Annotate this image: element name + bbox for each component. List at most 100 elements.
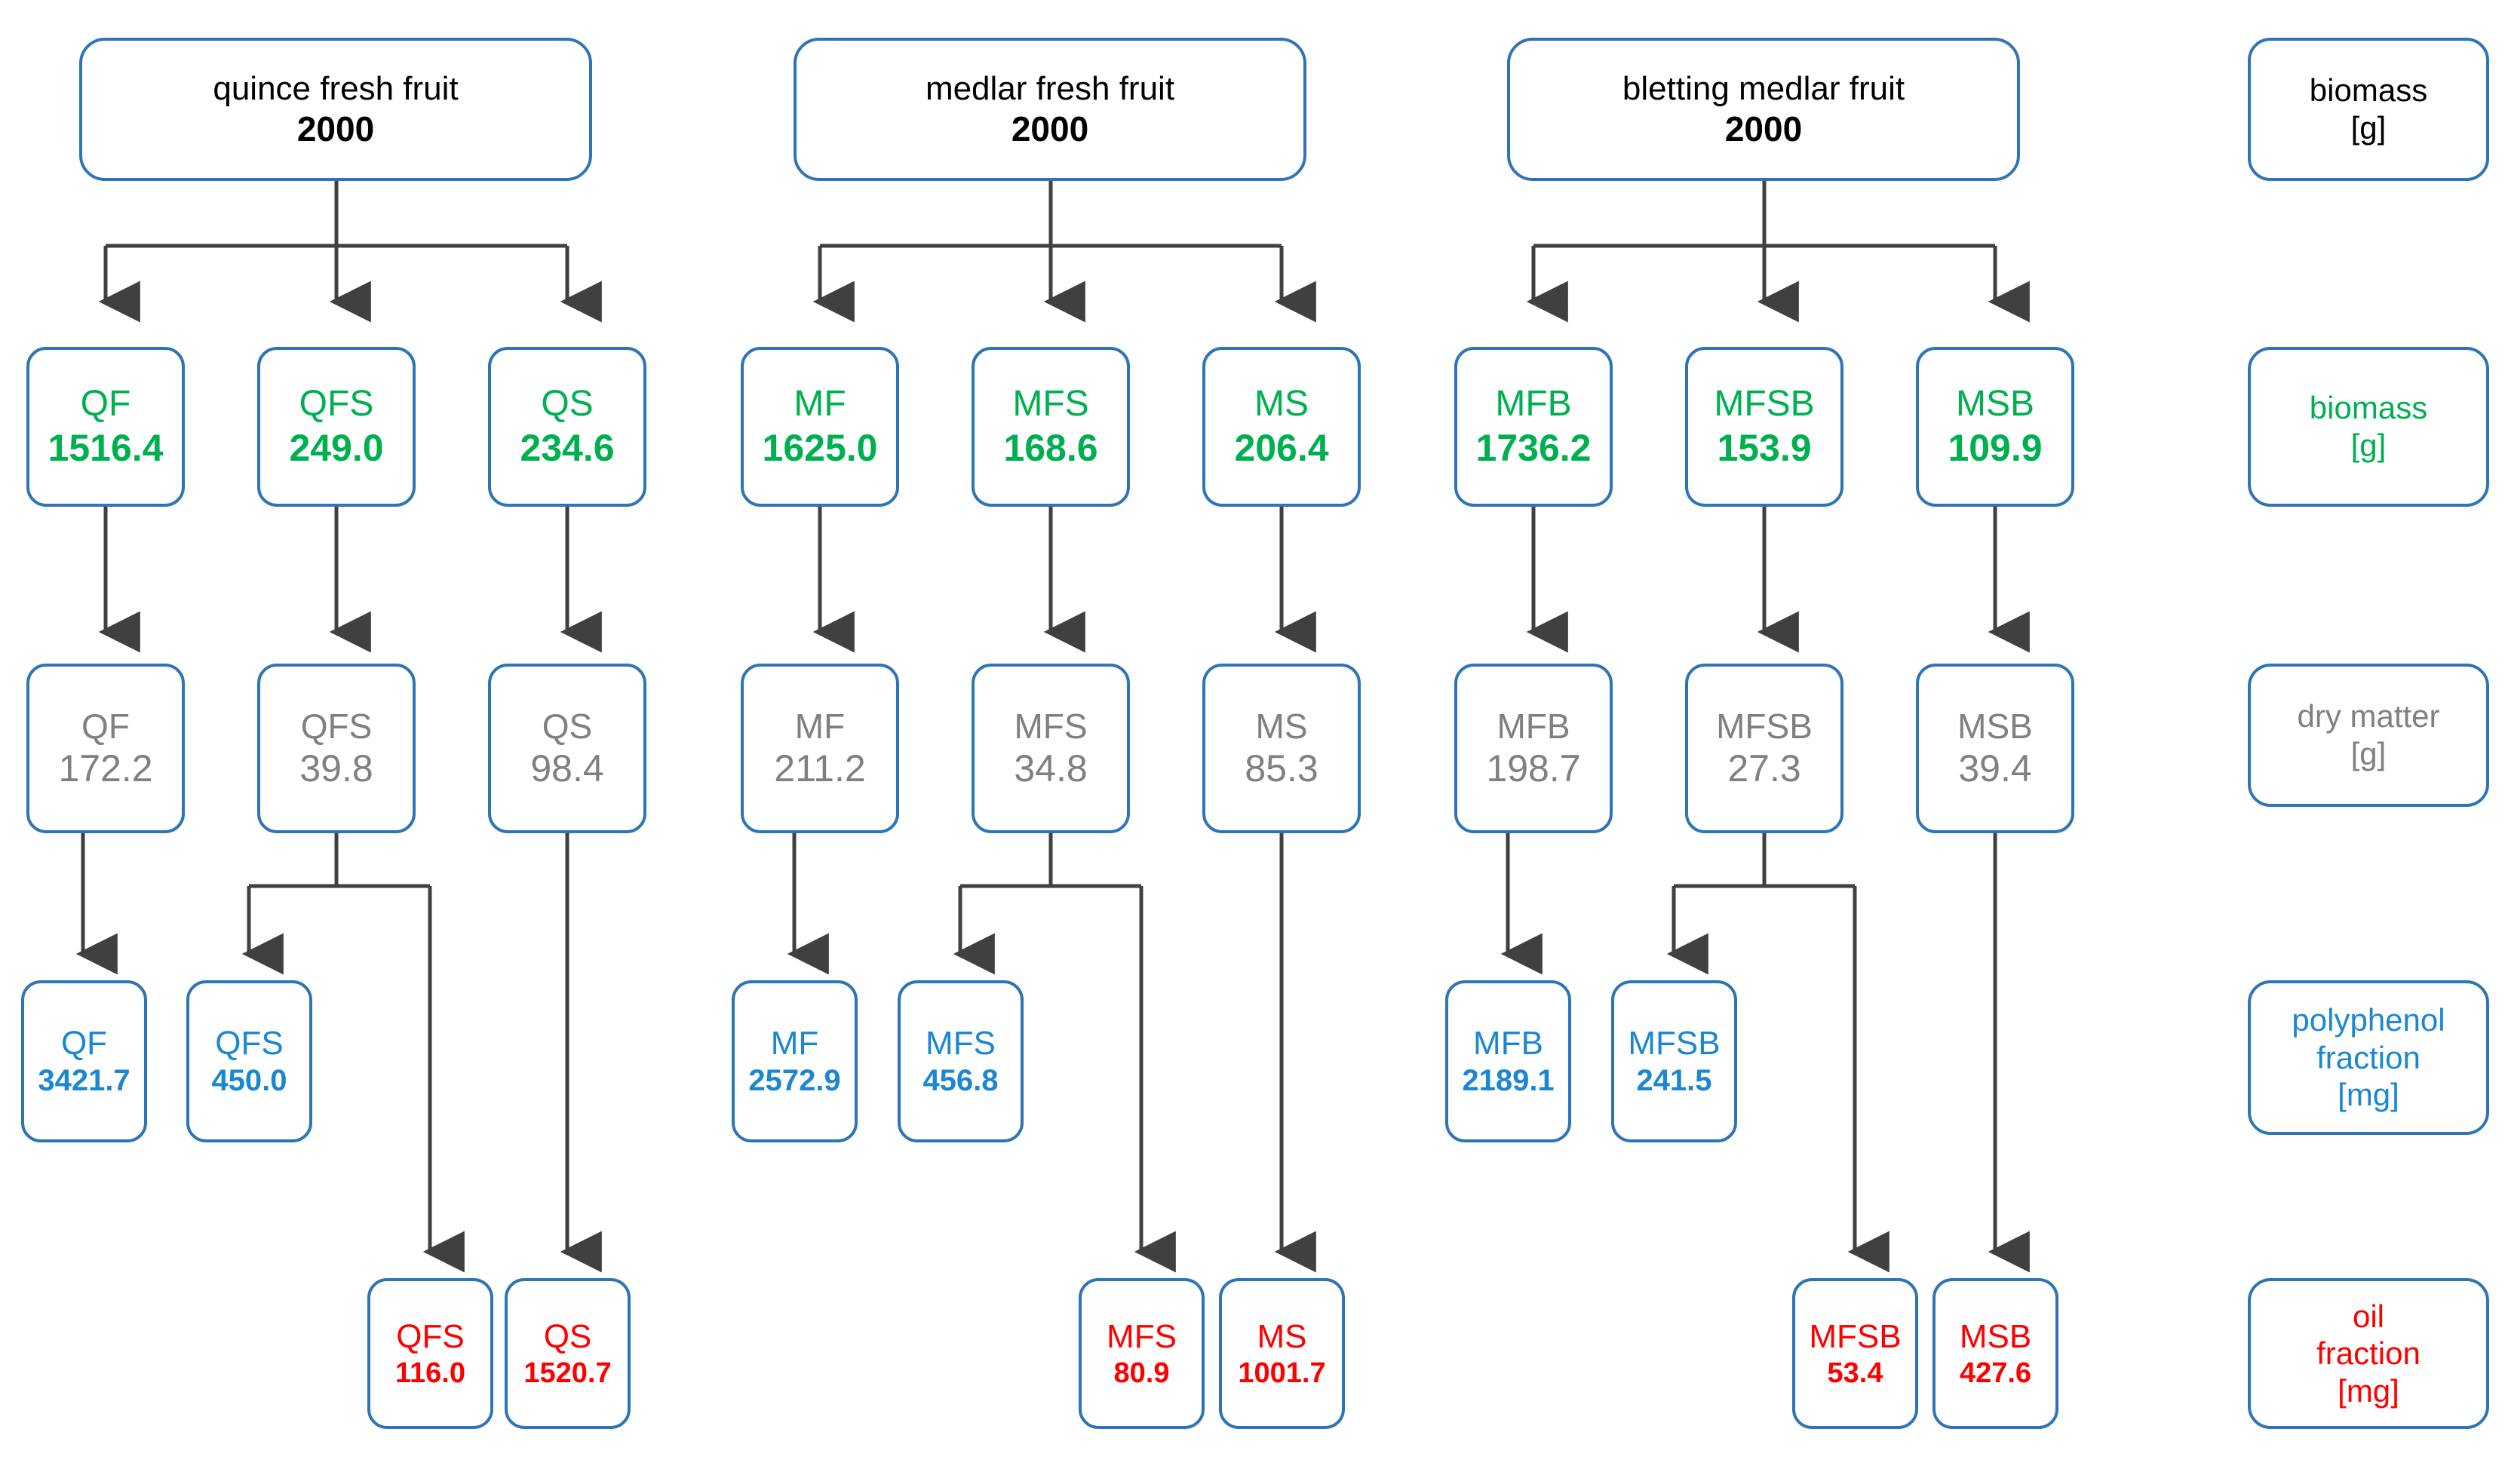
biomass-box-ms[interactable]: MS 206.4: [1202, 347, 1361, 507]
node-label: QF: [60, 1024, 108, 1062]
header-box-quince[interactable]: quince fresh fruit 2000: [79, 38, 592, 181]
legend-box-biomass: biomass [g]: [2248, 347, 2489, 507]
biomass-box-mfs[interactable]: MFS 168.6: [972, 347, 1130, 507]
node-label: MS: [1254, 384, 1309, 425]
node-value: 27.3: [1727, 747, 1801, 790]
header-box-bletting-medlar[interactable]: bletting medlar fruit 2000: [1507, 38, 2020, 181]
biomass-box-mf[interactable]: MF 1625.0: [741, 347, 899, 507]
node-value: 450.0: [211, 1063, 287, 1097]
node-label: MFS: [1107, 1317, 1177, 1355]
node-value: 427.6: [1959, 1357, 2032, 1389]
drymatter-box-mfb[interactable]: MFB 198.7: [1454, 664, 1613, 833]
node-value: 3421.7: [38, 1063, 130, 1097]
node-label: MSB: [1957, 706, 2033, 746]
polyphenol-box-qf[interactable]: QF 3421.7: [21, 980, 147, 1142]
biomass-box-mfb[interactable]: MFB 1736.2: [1454, 347, 1613, 507]
polyphenol-box-mfsb[interactable]: MFSB 241.5: [1611, 980, 1737, 1142]
node-value: 206.4: [1234, 426, 1329, 469]
polyphenol-box-qfs[interactable]: QFS 450.0: [186, 980, 312, 1142]
legend-line-2: fraction: [2316, 1335, 2421, 1372]
node-value: 198.7: [1486, 747, 1581, 790]
legend-box-dry-matter: dry matter [g]: [2248, 664, 2489, 807]
node-value: 116.0: [395, 1357, 465, 1389]
node-value: 39.4: [1958, 747, 2032, 790]
header-label: bletting medlar fruit: [1622, 69, 1905, 107]
biomass-box-qf[interactable]: QF 1516.4: [26, 347, 185, 507]
polyphenol-box-mf[interactable]: MF 2572.9: [732, 980, 858, 1142]
node-label: QF: [81, 706, 130, 746]
drymatter-box-qf[interactable]: QF 172.2: [26, 664, 185, 833]
node-label: MF: [794, 706, 846, 746]
node-label: QFS: [215, 1024, 284, 1062]
legend-box-biomass-input: biomass [g]: [2248, 38, 2489, 181]
header-value: 2000: [1724, 109, 1803, 149]
node-label: MFS: [926, 1024, 996, 1062]
node-label: MFSB: [1809, 1317, 1902, 1355]
node-value: 39.8: [299, 747, 373, 790]
polyphenol-box-mfs[interactable]: MFS 456.8: [898, 980, 1024, 1142]
oil-box-qfs[interactable]: QFS 116.0: [367, 1278, 493, 1429]
node-value: 1520.7: [523, 1357, 612, 1389]
node-value: 2572.9: [748, 1063, 841, 1097]
biomass-box-mfsb[interactable]: MFSB 153.9: [1685, 347, 1843, 507]
header-value: 2000: [296, 109, 375, 149]
drymatter-box-qfs[interactable]: QFS 39.8: [257, 664, 416, 833]
legend-line-1: polyphenol: [2292, 1002, 2445, 1038]
node-label: MSB: [1955, 384, 2034, 425]
node-value: 456.8: [922, 1063, 999, 1097]
biomass-box-msb[interactable]: MSB 109.9: [1916, 347, 2074, 507]
biomass-box-qfs[interactable]: QFS 249.0: [257, 347, 416, 507]
node-value: 80.9: [1113, 1357, 1170, 1389]
node-value: 1625.0: [762, 426, 878, 469]
node-value: 249.0: [289, 426, 384, 469]
node-value: 53.4: [1827, 1357, 1883, 1389]
node-label: QS: [541, 384, 594, 425]
header-label: medlar fresh fruit: [925, 69, 1175, 107]
node-value: 109.9: [1948, 426, 2043, 469]
oil-box-mfsb[interactable]: MFSB 53.4: [1792, 1278, 1918, 1429]
header-value: 2000: [1011, 109, 1089, 149]
node-label: MFB: [1473, 1024, 1543, 1062]
polyphenol-box-mfb[interactable]: MFB 2189.1: [1445, 980, 1571, 1142]
biomass-box-qs[interactable]: QS 234.6: [488, 347, 646, 507]
oil-box-msb[interactable]: MSB 427.6: [1932, 1278, 2058, 1429]
node-label: MFSB: [1628, 1024, 1721, 1062]
drymatter-box-qs[interactable]: QS 98.4: [488, 664, 646, 833]
drymatter-box-mfsb[interactable]: MFSB 27.3: [1685, 664, 1843, 833]
drymatter-box-mfs[interactable]: MFS 34.8: [972, 664, 1130, 833]
header-label: quince fresh fruit: [213, 69, 459, 107]
node-value: 1736.2: [1475, 426, 1592, 469]
node-label: MFS: [1014, 706, 1088, 746]
drymatter-box-msb[interactable]: MSB 39.4: [1916, 664, 2074, 833]
node-label: MS: [1255, 706, 1308, 746]
node-label: MFS: [1012, 384, 1089, 425]
node-label: MF: [770, 1024, 819, 1062]
oil-box-qs[interactable]: QS 1520.7: [505, 1278, 631, 1429]
node-label: QFS: [396, 1317, 465, 1355]
legend-line-2: [g]: [2350, 428, 2387, 463]
node-label: MFSB: [1714, 384, 1815, 425]
legend-line-1: dry matter: [2297, 698, 2440, 734]
node-value: 153.9: [1717, 426, 1812, 469]
legend-line-2: [g]: [2350, 736, 2387, 771]
oil-box-ms[interactable]: MS 1001.7: [1219, 1278, 1345, 1429]
drymatter-box-mf[interactable]: MF 211.2: [741, 664, 899, 833]
node-label: QS: [543, 1317, 592, 1355]
node-label: QF: [80, 384, 131, 425]
legend-line-1: biomass: [2309, 72, 2428, 109]
legend-box-oil-fraction: oil fraction [mg]: [2248, 1278, 2489, 1429]
node-label: QFS: [299, 384, 374, 425]
legend-line-1: biomass: [2309, 390, 2428, 426]
node-value: 241.5: [1636, 1063, 1712, 1097]
drymatter-box-ms[interactable]: MS 85.3: [1202, 664, 1361, 833]
legend-box-polyphenol-fraction: polyphenol fraction [mg]: [2248, 980, 2489, 1135]
node-label: MFSB: [1716, 706, 1813, 746]
node-label: MFB: [1497, 706, 1570, 746]
node-label: MS: [1257, 1317, 1307, 1355]
node-value: 211.2: [774, 747, 866, 790]
header-box-medlar[interactable]: medlar fresh fruit 2000: [794, 38, 1306, 181]
oil-box-mfs[interactable]: MFS 80.9: [1079, 1278, 1205, 1429]
node-value: 98.4: [530, 747, 604, 790]
node-value: 172.2: [58, 747, 153, 790]
